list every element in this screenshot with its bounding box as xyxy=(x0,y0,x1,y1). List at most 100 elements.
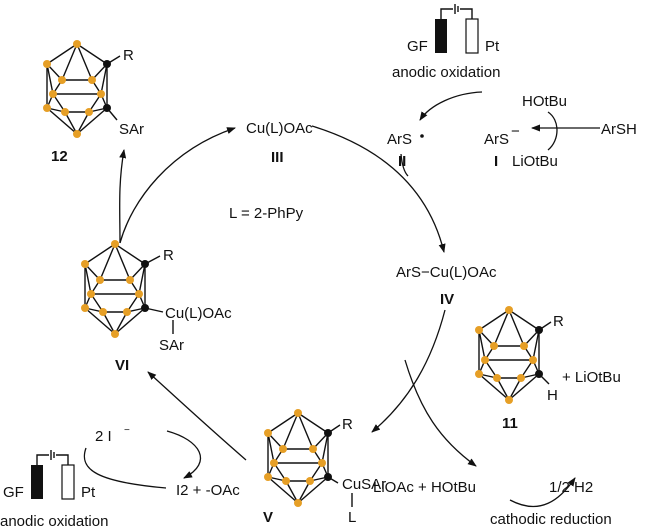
boron-vertex xyxy=(73,130,81,138)
gf-electrode-label-bottom: GF xyxy=(3,484,24,501)
anodic-oxidation-bottom: anodic oxidation xyxy=(0,513,108,530)
carborane-cage-V: R CuSAr L xyxy=(264,409,386,526)
boron-vertex xyxy=(529,356,537,364)
boron-vertex xyxy=(111,240,119,248)
gf-electrode-bottom xyxy=(31,465,43,499)
cage-VI-cu-label: Cu(L)OAc xyxy=(165,305,232,322)
species-III-number: III xyxy=(271,149,284,166)
species-IV-number: IV xyxy=(440,291,454,308)
boron-vertex xyxy=(520,342,528,350)
iodine-acetate-label: I2 + -OAc xyxy=(176,482,240,499)
boron-vertex xyxy=(87,290,95,298)
species-III: Cu(L)OAc xyxy=(246,120,313,137)
boron-vertex xyxy=(493,374,501,382)
gf-electrode-label-top: GF xyxy=(407,38,428,55)
boron-vertex xyxy=(73,40,81,48)
radical-dot xyxy=(420,134,424,138)
boron-vertex xyxy=(475,370,483,378)
boron-vertex xyxy=(309,445,317,453)
cage-VI-SAr-label: SAr xyxy=(159,337,184,354)
boron-vertex xyxy=(49,90,57,98)
boron-vertex xyxy=(58,76,66,84)
boron-vertex xyxy=(111,330,119,338)
boron-vertex xyxy=(490,342,498,350)
hotbu-reagent: HOtBu xyxy=(522,93,567,110)
gf-electrode-top xyxy=(435,19,447,53)
boron-vertex xyxy=(85,108,93,116)
boron-vertex xyxy=(294,499,302,507)
boron-vertex xyxy=(282,477,290,485)
pt-electrode-top xyxy=(465,18,479,54)
boron-vertex xyxy=(88,76,96,84)
wire-top xyxy=(440,4,473,19)
boron-vertex xyxy=(96,276,104,284)
arrow-V-to-VI xyxy=(147,371,247,461)
intermediate-VI-label: VI xyxy=(115,357,129,374)
boron-vertex xyxy=(481,356,489,364)
boron-vertex xyxy=(43,104,51,112)
arrow-to-byproducts xyxy=(404,359,477,467)
boron-vertex xyxy=(505,396,513,404)
cage-V-L-label: L xyxy=(348,509,356,526)
arrow-iodide-to-iodine xyxy=(166,430,202,479)
boron-vertex xyxy=(294,409,302,417)
carborane-cage-12: R SAr xyxy=(43,40,144,138)
arrow-I-to-II xyxy=(419,91,483,121)
cage-VI-R-label: R xyxy=(163,247,174,264)
electrode-cell-bottom: GF Pt anodic oxidation xyxy=(0,450,108,530)
arrow-anodic-loop xyxy=(83,447,167,489)
boron-vertex xyxy=(99,308,107,316)
liotbu-reagent: LiOtBu xyxy=(512,153,558,170)
arrow-reagent-curve xyxy=(547,111,558,151)
species-I: ArS xyxy=(484,131,509,148)
boron-vertex xyxy=(264,429,272,437)
species-IV: ArS−Cu(L)OAc xyxy=(396,264,497,281)
boron-vertex xyxy=(517,374,525,382)
arsh-reagent: ArSH xyxy=(601,121,637,138)
boron-vertex xyxy=(61,108,69,116)
cathodic-reduction-label: cathodic reduction xyxy=(490,511,612,528)
wire-bottom xyxy=(36,450,69,465)
boron-vertex xyxy=(43,60,51,68)
cage-V-R-label: R xyxy=(342,416,353,433)
arrow-III-to-IV xyxy=(311,125,446,253)
boron-vertex xyxy=(505,306,513,314)
arrow-to-hydrogen xyxy=(509,477,576,508)
byproducts-label: LiOAc + HOtBu xyxy=(373,479,476,496)
anodic-oxidation-top: anodic oxidation xyxy=(392,64,500,81)
boron-vertex xyxy=(97,90,105,98)
carborane-cage-VI: R Cu(L)OAc SAr xyxy=(81,240,232,354)
plus-liotbu: + LiOtBu xyxy=(562,369,621,386)
intermediate-V-label: V xyxy=(263,509,273,526)
pt-electrode-label-top: Pt xyxy=(485,38,500,55)
boron-vertex xyxy=(306,477,314,485)
boron-vertex xyxy=(318,459,326,467)
cage-11-H-label: H xyxy=(547,387,558,404)
cage-12-R-label: R xyxy=(123,47,134,64)
carborane-cage-11: R H xyxy=(475,306,564,404)
pt-electrode-label-bottom: Pt xyxy=(81,484,96,501)
arrow-II-entry xyxy=(400,153,409,177)
compound-12-label: 12 xyxy=(51,148,68,165)
cage-V-cusar-label: CuSAr xyxy=(342,476,386,493)
cage-11-R-label: R xyxy=(553,313,564,330)
boron-vertex xyxy=(264,473,272,481)
iodide-charge: − xyxy=(124,425,130,436)
boron-vertex xyxy=(126,276,134,284)
anion-charge: − xyxy=(511,123,520,140)
arrow-IV-to-V xyxy=(371,309,446,433)
boron-vertex xyxy=(270,459,278,467)
boron-vertex xyxy=(123,308,131,316)
hydrogen-label: 1/2 H2 xyxy=(549,479,593,496)
electrode-cell-top: GF Pt anodic oxidation xyxy=(392,4,500,81)
species-I-number: I xyxy=(494,153,498,170)
ligand-definition: L = 2-PhPy xyxy=(229,205,304,222)
arrow-VI-to-12 xyxy=(119,149,127,244)
arrow-VI-to-III xyxy=(119,127,236,244)
cage-12-SAr-label: SAr xyxy=(119,121,144,138)
iodide-label: 2 I xyxy=(95,428,112,445)
boron-vertex xyxy=(81,260,89,268)
boron-vertex xyxy=(475,326,483,334)
compound-11-label: 11 xyxy=(502,415,518,432)
